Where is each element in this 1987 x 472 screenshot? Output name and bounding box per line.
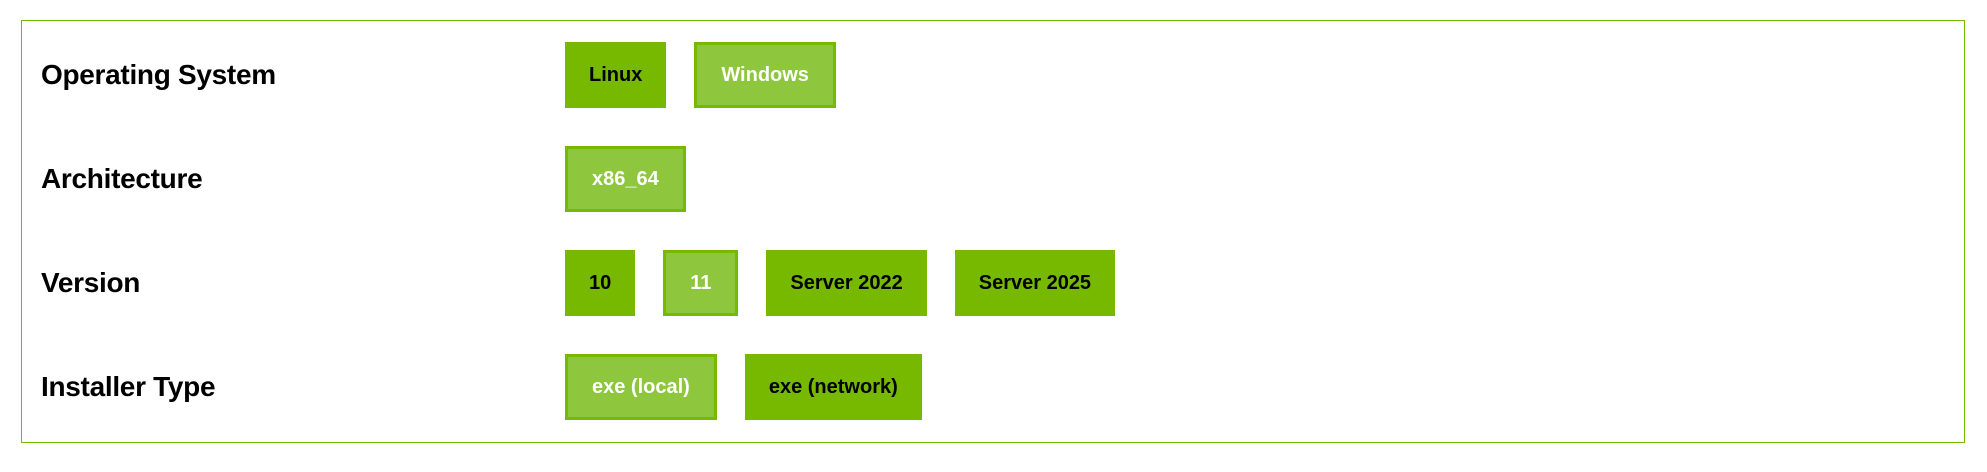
option-server-2022-button[interactable]: Server 2022 — [766, 250, 927, 316]
download-selector-panel: Operating System Linux Windows Architect… — [21, 20, 1965, 443]
option-exe-network-button[interactable]: exe (network) — [744, 354, 922, 420]
option-windows-button[interactable]: Windows — [694, 42, 836, 108]
option-server-2025-button[interactable]: Server 2025 — [954, 250, 1116, 316]
option-x86-64-button[interactable]: x86_64 — [565, 146, 686, 212]
row-operating-system: Operating System Linux Windows — [22, 23, 1964, 127]
row-installer-type: Installer Type exe (local) exe (network) — [22, 335, 1964, 439]
operating-system-options: Linux Windows — [565, 42, 836, 108]
installer-type-label: Installer Type — [41, 371, 216, 402]
option-exe-local-button[interactable]: exe (local) — [565, 354, 717, 420]
row-version: Version 10 11 Server 2022 Server 2025 — [22, 231, 1964, 335]
version-options: 10 11 Server 2022 Server 2025 — [565, 250, 1116, 316]
installer-type-options: exe (local) exe (network) — [565, 354, 922, 420]
option-version-11-button[interactable]: 11 — [663, 250, 739, 316]
operating-system-label: Operating System — [41, 59, 276, 90]
row-architecture: Architecture x86_64 — [22, 127, 1964, 231]
version-label: Version — [41, 267, 141, 298]
architecture-options: x86_64 — [565, 146, 686, 212]
architecture-label: Architecture — [41, 163, 203, 194]
option-version-10-button[interactable]: 10 — [565, 250, 636, 316]
option-linux-button[interactable]: Linux — [565, 42, 667, 108]
